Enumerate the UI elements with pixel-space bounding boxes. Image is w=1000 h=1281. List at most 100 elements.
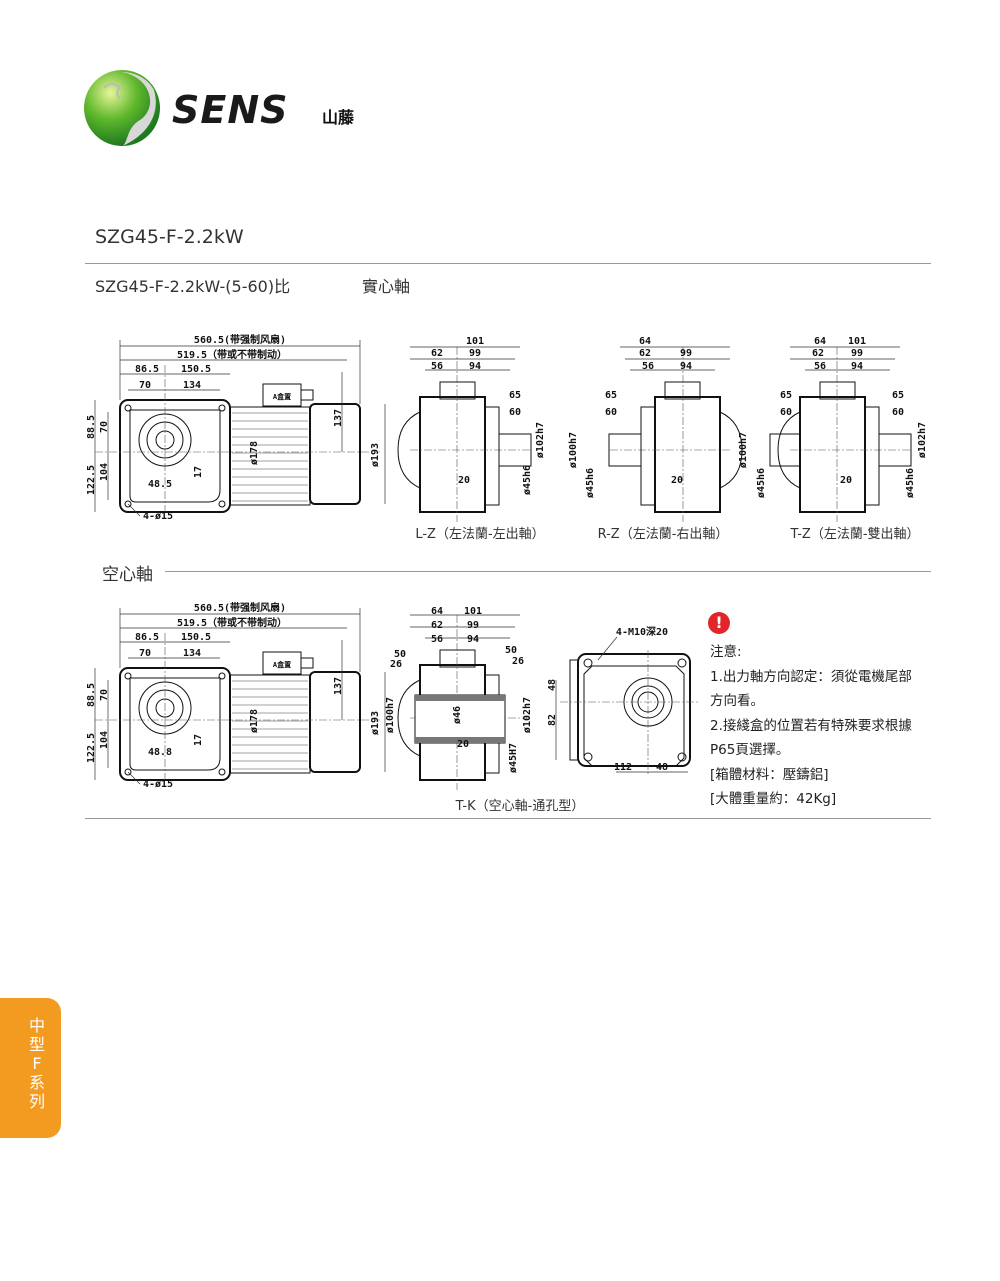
dim-label: 101 [848, 336, 866, 347]
dim-label: ø45h6 [522, 465, 533, 495]
dim-label: 65 [780, 390, 792, 401]
alert-icon: ! [708, 612, 730, 634]
shaft-type-label: 實心軸 [362, 277, 411, 296]
page-title: SZG45-F-2.2kW [95, 226, 244, 248]
dim-label: 104 [99, 463, 110, 481]
dim-label: 20 [840, 475, 852, 486]
dim-label: ø100h7 [568, 432, 579, 468]
dim-label: 62 [431, 620, 443, 631]
side-view-tk: 64 101 62 99 56 94 50 26 50 26 ø100h7 ø4… [385, 606, 584, 814]
dim-label: 70 [99, 689, 110, 701]
front-view-hollow: 560.5(带强制风扇) 519.5（带或不带制动） 86.5 150.5 70… [86, 601, 386, 790]
brand-logo-cn: 山藤 [322, 108, 355, 127]
dim-label: ø46 [452, 706, 463, 724]
terminal-box-label: A盒置 [273, 660, 291, 669]
dim-label: 86.5 [135, 364, 159, 375]
dim-label: 70 [139, 380, 151, 391]
terminal-box-label: A盒置 [273, 392, 291, 401]
side-view-rz: 64 62 99 56 94 65 60 20 ø100h7 ø45h6 R-Z… [568, 336, 743, 542]
view-caption: T-Z（左法蘭-雙出軸） [789, 526, 919, 542]
dim-label: 26 [512, 656, 524, 667]
dim-label: ø193 [370, 711, 381, 735]
dim-label: 48 [656, 762, 668, 773]
dim-label: 48 [547, 679, 558, 691]
dim-label: 88.5 [86, 415, 97, 439]
dim-label: 519.5（带或不带制动） [177, 616, 287, 629]
dim-label: 101 [466, 336, 484, 347]
dim-label: 60 [780, 407, 792, 418]
flange-view: 4-M10深20 48 82 112 48 [547, 625, 700, 775]
dim-label: ø193 [370, 443, 381, 467]
dim-label: 94 [680, 361, 692, 372]
dim-label: 99 [680, 348, 692, 359]
dim-label: 56 [814, 361, 826, 372]
dim-label: ø178 [249, 441, 260, 465]
dim-label: 60 [509, 407, 521, 418]
note-weight: [大體重量約：42Kg] [710, 791, 837, 807]
dim-label: ø45H7 [508, 743, 519, 773]
dim-label: 50 [394, 649, 406, 660]
note-line: 方向看。 [710, 693, 764, 709]
note-line: P65頁選擇。 [710, 742, 790, 758]
section-divider [165, 571, 931, 572]
divider [85, 263, 931, 264]
dim-label: 60 [892, 407, 904, 418]
dim-label: 134 [183, 648, 201, 659]
dim-label: 560.5(带强制风扇) [194, 601, 286, 614]
dim-label: 48.8 [148, 747, 172, 758]
bottom-divider [85, 818, 931, 819]
dim-label: 150.5 [181, 632, 211, 643]
dim-label: 65 [605, 390, 617, 401]
dim-label: 99 [469, 348, 481, 359]
dim-label: ø100h7 [385, 697, 396, 733]
model-subtitle: SZG45-F-2.2kW-(5-60)比 [95, 277, 291, 296]
dim-label: ø178 [249, 709, 260, 733]
dim-label: 62 [812, 348, 824, 359]
dim-label: 4-ø15 [143, 779, 173, 790]
dim-label: 20 [458, 475, 470, 486]
dim-label: 94 [469, 361, 481, 372]
dim-label: 48.5 [148, 479, 172, 490]
dim-label: 20 [457, 739, 469, 750]
dim-label: 62 [431, 348, 443, 359]
dim-label: 150.5 [181, 364, 211, 375]
dim-label: 56 [642, 361, 654, 372]
dim-label: 122.5 [86, 465, 97, 495]
dim-label: 65 [509, 390, 521, 401]
dim-label: ø102h7 [535, 422, 546, 458]
dim-label: 519.5（带或不带制动） [177, 348, 287, 361]
notes-panel: 注意: 1.出力軸方向認定：須從電機尾部 方向看。 2.接綫盒的位置若有特殊要求… [710, 640, 912, 812]
dim-label: 20 [671, 475, 683, 486]
dim-label: 4-M10深20 [616, 625, 668, 638]
dim-label: 64 [814, 336, 826, 347]
dim-label: 70 [139, 648, 151, 659]
dim-label: 104 [99, 731, 110, 749]
side-view-lz: 101 62 99 56 94 65 60 20 ø102h7 ø45h6 L-… [397, 336, 546, 542]
dim-label: 101 [464, 606, 482, 617]
brand-logo-text: SENS [172, 88, 289, 132]
dim-label: ø100h7 [738, 432, 749, 468]
dim-label: 134 [183, 380, 201, 391]
logo-globe-icon [84, 70, 160, 146]
dim-label: 82 [547, 714, 558, 726]
dim-label: 70 [99, 421, 110, 433]
dim-label: 560.5(带强制风扇) [194, 333, 286, 346]
note-material: [箱體材料：壓鑄鋁] [710, 766, 829, 783]
dim-label: ø45h6 [905, 468, 916, 498]
dim-label: 137 [333, 409, 344, 427]
dim-label: 56 [431, 361, 443, 372]
dim-label: 122.5 [86, 733, 97, 763]
dim-label: 60 [605, 407, 617, 418]
dim-label: 112 [614, 762, 632, 773]
dim-label: 99 [467, 620, 479, 631]
side-view-tz: 64 101 62 99 56 94 65 60 65 60 20 ø100h7… [738, 336, 928, 542]
dim-label: ø102h7 [917, 422, 928, 458]
dim-label: 137 [333, 677, 344, 695]
front-view-solid: 560.5(带强制风扇) 519.5（带或不带制动） 86.5 150.5 70… [86, 333, 386, 522]
dim-label: 17 [193, 734, 204, 746]
hollow-section-heading: 空心軸 [102, 565, 153, 585]
dim-label: 62 [639, 348, 651, 359]
dim-label: 65 [892, 390, 904, 401]
notes-heading: 注意: [710, 644, 742, 660]
